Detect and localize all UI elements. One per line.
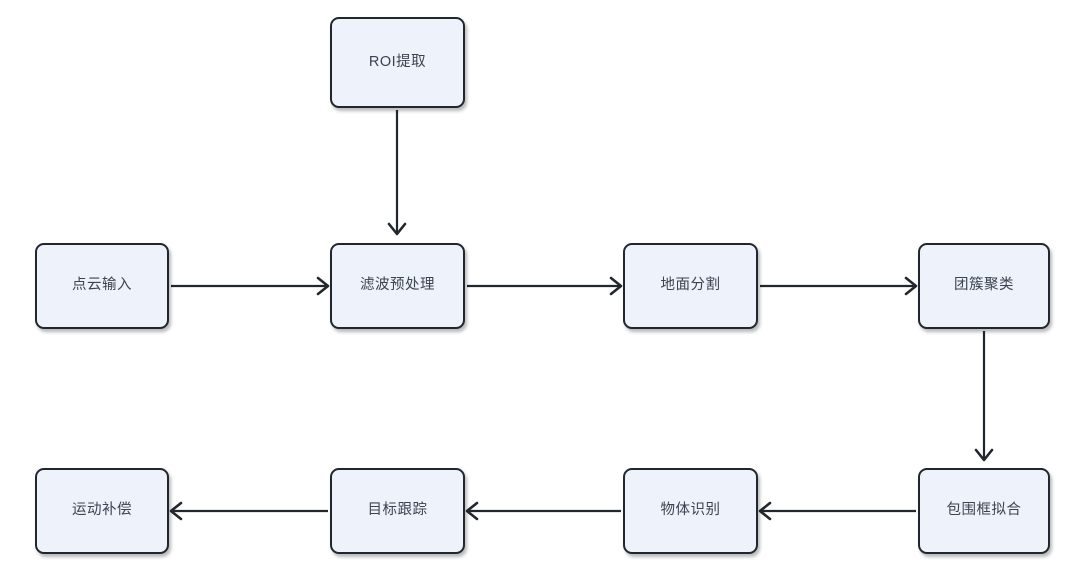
- node-label: 运动补偿: [72, 502, 132, 519]
- edge-bbox-to-detect: [758, 501, 916, 521]
- edge-filter-to-ground: [467, 276, 623, 296]
- node-label: 物体识别: [660, 502, 721, 519]
- edge-input-to-filter: [171, 276, 330, 296]
- node-ground-segmentation[interactable]: 地面分割: [623, 243, 758, 329]
- edge-detect-to-track: [465, 501, 621, 521]
- node-target-tracking[interactable]: 目标跟踪: [330, 468, 465, 554]
- node-label: 滤波预处理: [360, 277, 435, 294]
- node-point-cloud-input[interactable]: 点云输入: [35, 243, 169, 329]
- node-filter-preprocessing[interactable]: 滤波预处理: [330, 243, 465, 329]
- node-object-recognition[interactable]: 物体识别: [623, 468, 758, 554]
- node-label: 团簇聚类: [954, 277, 1014, 294]
- edge-track-to-motion: [169, 501, 328, 521]
- node-label: 目标跟踪: [367, 502, 428, 519]
- node-label: 地面分割: [660, 277, 721, 294]
- node-bounding-box-fitting[interactable]: 包围框拟合: [918, 468, 1050, 554]
- node-label: 点云输入: [72, 277, 132, 294]
- node-roi-extraction[interactable]: ROI提取: [330, 17, 465, 108]
- node-motion-compensation[interactable]: 运动补偿: [35, 468, 169, 554]
- node-label: ROI提取: [368, 53, 427, 70]
- edge-ground-to-cluster: [760, 276, 918, 296]
- edge-cluster-to-bbox: [974, 331, 994, 462]
- node-cluster-clustering[interactable]: 团簇聚类: [918, 243, 1050, 329]
- node-label: 包围框拟合: [946, 502, 1022, 519]
- edge-roi-to-filter: [387, 110, 407, 236]
